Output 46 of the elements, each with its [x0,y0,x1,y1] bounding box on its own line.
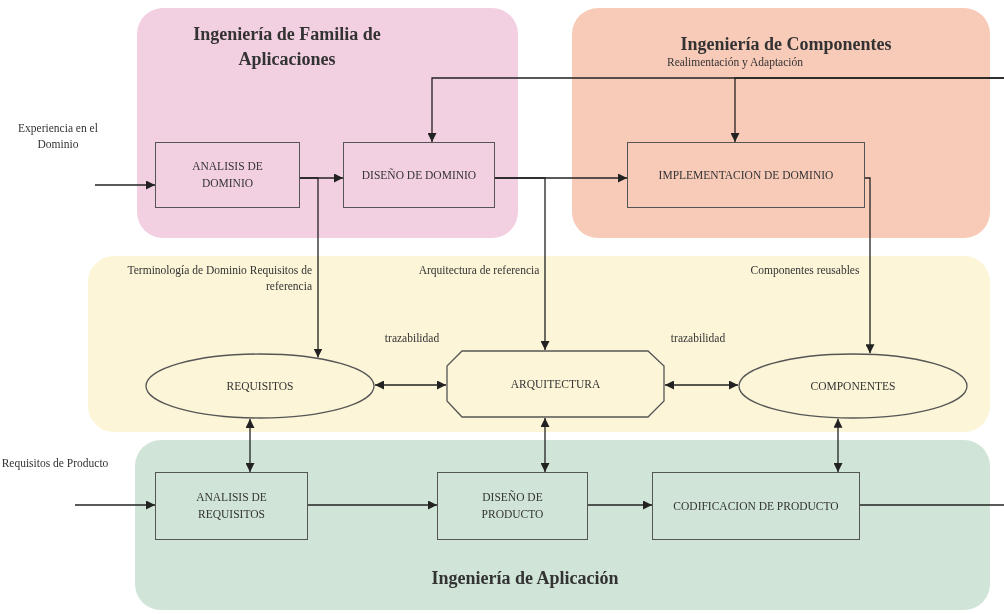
process-box [627,142,865,208]
octagon-node [446,350,665,418]
process-box [155,472,308,540]
ellipse-node [145,353,375,419]
arrow [94,180,156,190]
edge-label: Terminología de Dominio Requisitos de referencia [126,263,312,295]
box-label: DISEÑO DE PRODUCTO [480,489,545,522]
arrow [374,380,447,390]
group-title: Ingeniería de Componentes [679,33,893,56]
group-title: Ingeniería de Aplicación [430,567,620,590]
arrow [427,77,1004,143]
box-label: ANALISIS DE REQUISITOS [195,490,268,522]
ellipse-node [738,353,968,419]
box-label: ARQUITECTURA [509,376,602,392]
edge-label: Experiencia en el Dominio [17,121,99,153]
arrow [299,177,323,359]
arrow [833,418,843,473]
box-label: IMPLEMENTACION DE DOMINIO [657,167,835,183]
edge-label: Arquitectura de referencia [418,263,540,279]
arrow [664,380,739,390]
edge-label: Componentes reusables [750,263,860,279]
group-band [135,440,990,610]
box-label: DISEÑO DE DOMINIO [360,167,478,183]
process-box [343,142,495,208]
edge-label: Realimentación y Adaptación [665,55,804,71]
arrow [307,500,438,510]
group-band [88,256,990,432]
arrow [540,417,550,473]
process-box [155,142,300,208]
process-box [437,472,588,540]
box-label: REQUISITOS [225,378,295,394]
box-label: CODIFICACION DE PRODUCTO [672,498,840,514]
arrow [494,177,550,351]
arrow [587,500,653,510]
edge-label: trazabilidad [383,331,441,346]
arrow [74,500,156,510]
edge-label: Requisitos de Producto [0,456,110,472]
box-label: COMPONENTES [809,378,897,394]
group-band [572,8,990,238]
process-box [652,472,860,540]
box-label: ANALISIS DE DOMINIO [191,159,264,191]
group-title: Ingeniería de Familia de Aplicaciones [192,23,382,72]
group-band [137,8,518,238]
arrow [864,177,875,354]
arrow [245,418,255,473]
edge-label: trazabilidad [669,331,727,346]
